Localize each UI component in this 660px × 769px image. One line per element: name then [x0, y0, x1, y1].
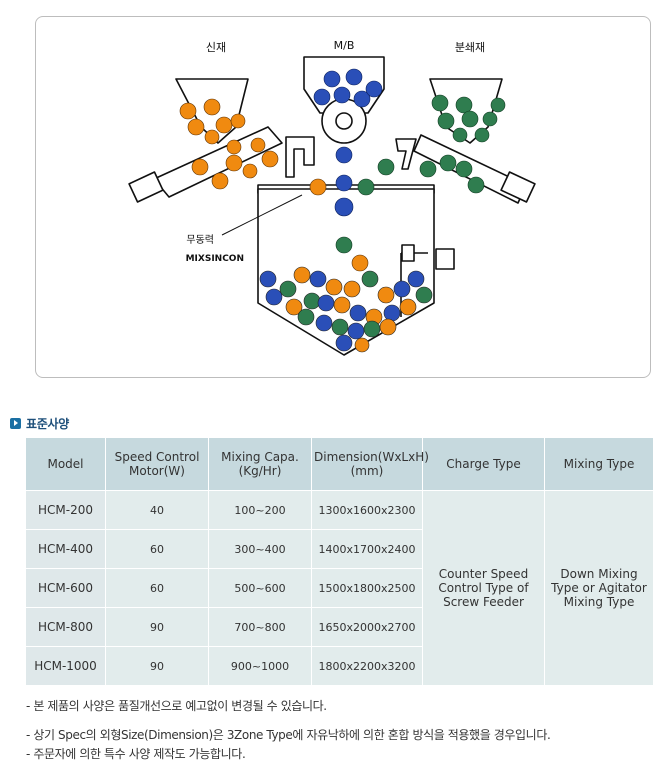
left-chute — [285, 136, 315, 178]
cell-capa: 300~400 — [209, 530, 311, 568]
mixer-diagram: 신재 M/B 분쇄재 무동력 MIXSINCON — [128, 39, 536, 356]
label-mb: M/B — [334, 39, 355, 52]
header-model: Model — [26, 438, 105, 490]
cell-dimension: 1300x1600x2300 — [312, 491, 422, 529]
cell-capa: 500~600 — [209, 569, 311, 607]
spec-table: Model Speed Control Motor(W) Mixing Capa… — [25, 437, 654, 686]
cell-mixing-type: Down Mixing Type or Agitator Mixing Type — [545, 491, 653, 685]
cell-dimension: 1400x1700x2400 — [312, 530, 422, 568]
section-title-label: 표준사양 — [26, 416, 69, 431]
cell-motor: 60 — [106, 530, 208, 568]
section-title: 표준사양 — [10, 414, 69, 432]
cell-dimension: 1500x1800x2500 — [312, 569, 422, 607]
header-mixing-type: Mixing Type — [545, 438, 653, 490]
table-header-row: Model Speed Control Motor(W) Mixing Capa… — [26, 438, 653, 490]
cell-capa: 900~1000 — [209, 647, 311, 685]
table-row: HCM-800 90 700~800 1650x2000x2700 — [26, 608, 653, 646]
cell-model: HCM-600 — [26, 569, 105, 607]
table-row: HCM-400 60 300~400 1400x1700x2400 — [26, 530, 653, 568]
table-row: HCM-1000 90 900~1000 1800x2200x3200 — [26, 647, 653, 685]
cell-motor: 90 — [106, 608, 208, 646]
label-crushed: 분쇄재 — [455, 41, 485, 54]
header-charge-type: Charge Type — [423, 438, 544, 490]
header-capa: Mixing Capa. (Kg/Hr) — [209, 438, 311, 490]
arrow-bullet-icon — [10, 417, 21, 429]
cell-motor: 60 — [106, 569, 208, 607]
header-motor: Speed Control Motor(W) — [106, 438, 208, 490]
cell-capa: 700~800 — [209, 608, 311, 646]
cell-dimension: 1800x2200x3200 — [312, 647, 422, 685]
cell-capa: 100~200 — [209, 491, 311, 529]
agitator-motor — [401, 244, 415, 262]
right-chute — [395, 138, 417, 170]
cell-model: HCM-200 — [26, 491, 105, 529]
cell-model: HCM-800 — [26, 608, 105, 646]
header-dimension: Dimension(WxLxH) (mm) — [312, 438, 429, 490]
diagram-panel: 신재 M/B 분쇄재 무동력 MIXSINCON — [35, 16, 651, 378]
label-mixer-en: MIXSINCON — [186, 254, 244, 264]
table-row: HCM-200 40 100~200 1300x1600x2300 Counte… — [26, 491, 653, 685]
note-spec-change: - 본 제품의 사양은 품질개선으로 예고없이 변경될 수 있습니다. — [26, 699, 327, 713]
table-row: HCM-600 60 500~600 1500x1800x2500 — [26, 569, 653, 607]
cell-model: HCM-400 — [26, 530, 105, 568]
note-custom-order: - 주문자에 의한 특수 사양 제작도 가능합니다. — [26, 747, 246, 761]
cell-motor: 90 — [106, 647, 208, 685]
label-new-material: 신재 — [206, 41, 226, 54]
cell-dimension: 1650x2000x2700 — [312, 608, 422, 646]
cell-model: HCM-1000 — [26, 647, 105, 685]
cell-motor: 40 — [106, 491, 208, 529]
cell-charge-type: Counter Speed Control Type of Screw Feed… — [423, 491, 544, 685]
note-dimension: - 상기 Spec의 외형Size(Dimension)은 3Zone Type… — [26, 728, 551, 742]
label-mixer-kr: 무동력 — [186, 234, 214, 246]
